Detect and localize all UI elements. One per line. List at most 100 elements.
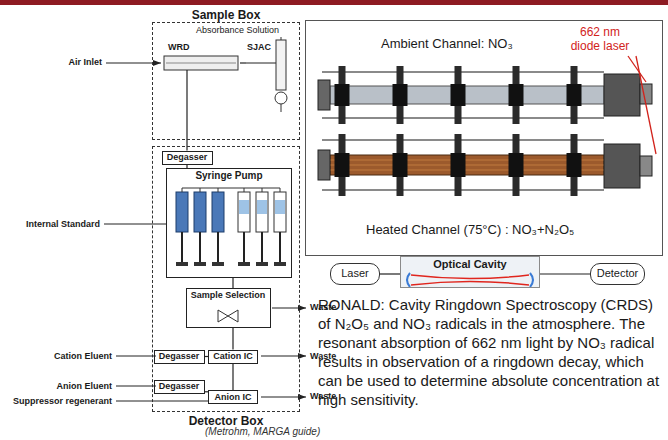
connector-line (232, 328, 233, 350)
syringe-fill (239, 200, 249, 214)
detector-box: Detector BoxDegasserSyringe PumpSample S… (152, 146, 300, 412)
text-holder: Ambient Channel: NO₃ (381, 36, 513, 52)
node-text: Detector (597, 267, 639, 280)
laser-housing (604, 74, 640, 116)
pump-box: Syringe Pump (166, 168, 292, 278)
valve-box: Sample Selection (186, 288, 271, 328)
syringe-barrel (194, 192, 206, 232)
top-bar (0, 0, 668, 5)
plunger-rods (182, 232, 280, 262)
cavity-mirror (530, 273, 533, 287)
laser-housing (604, 144, 640, 188)
regenerant-line (116, 401, 208, 402)
frame-rod (322, 139, 604, 141)
syringe-barrel (238, 192, 250, 232)
solution-line (281, 37, 282, 40)
heater-wrap (330, 160, 604, 170)
plunger-base (212, 262, 224, 266)
laser-head (640, 156, 652, 176)
process-box: Degasser (154, 380, 205, 394)
end-cap (318, 150, 330, 180)
denuder-tube (164, 56, 238, 70)
node-text: Sample Box (153, 8, 299, 22)
frame-rod (322, 71, 604, 73)
connector-line (186, 70, 187, 151)
caption: (Metrohm, MARGA guide) (205, 426, 320, 438)
connector-line (232, 364, 233, 391)
process-box: Degasser (154, 350, 205, 364)
cavity-mirror (407, 273, 410, 287)
regenerant-label: Suppressor regenerant (2, 396, 112, 407)
tube-rings (342, 84, 574, 177)
plunger-base (238, 262, 250, 266)
syringe-nozzles (182, 188, 280, 192)
plunger-base (256, 262, 268, 266)
tube-line (246, 63, 276, 64)
instrument-panel: Ambient Channel: NO₃ 662 nm diode laserHe… (305, 20, 663, 256)
process-box: Cation IC (208, 350, 258, 364)
waste-arrow (272, 307, 306, 308)
frame-rod (322, 189, 604, 191)
frame-rod (322, 117, 604, 119)
node-text: Degasser (167, 152, 208, 163)
syringe-barrel (256, 192, 268, 232)
syringe-group (176, 188, 286, 266)
label-holder: Air Inlet (2, 57, 102, 68)
laser-beam (411, 275, 529, 285)
manifold-line (182, 188, 280, 189)
label-holder: Cation Eluent (2, 351, 112, 362)
leader-line (636, 56, 656, 154)
valve-symbol (228, 310, 238, 322)
eluent-label: Anion Eluent (2, 381, 112, 392)
node-text: Heated Channel (75°C) : NO₃+N₂O₅ (366, 222, 574, 238)
denuder: WRD (162, 42, 240, 70)
eluent-line (116, 356, 156, 357)
text-holder: Sample Box (153, 8, 299, 22)
connector-line (540, 273, 590, 274)
sample-box: Sample BoxWRDSJAC (152, 22, 300, 140)
node-text: Anion IC (215, 392, 252, 403)
node-text: Optical Cavity (433, 258, 506, 271)
syringe-barrel (212, 192, 224, 232)
text-holder: WRD (168, 42, 190, 53)
caption-holder: (Metrohm, MARGA guide) (205, 426, 320, 438)
process-box: Anion IC (208, 390, 258, 404)
node-text: WRD (168, 42, 190, 53)
label-holder: Suppressor regenerant (2, 396, 112, 407)
connector-line (380, 273, 400, 274)
label-holder: Anion Eluent (2, 381, 112, 392)
plunger-base (176, 262, 188, 266)
plunger-base (274, 262, 286, 266)
cavity-ground (400, 256, 540, 288)
cavity-box: Optical Cavity (400, 256, 540, 288)
text-holder: Heated Channel (75°C) : NO₃+N₂O₅ (366, 222, 574, 238)
node-text: Sample Selection (191, 290, 266, 301)
instrument-drawing (318, 56, 656, 196)
node-text: Cation IC (213, 351, 253, 362)
label-holder: RONALD: Cavity Ringdown Spectroscopy (CR… (318, 295, 663, 409)
eluent-line (116, 386, 156, 387)
solution-label: Absorbance Solution (196, 25, 286, 36)
aerosol-collector: SJAC (246, 36, 292, 112)
connector-line (232, 278, 233, 288)
process-box: Degasser (162, 151, 213, 165)
node-text: Syringe Pump (195, 170, 262, 182)
sjac-drain (281, 104, 282, 112)
device-box: Laser (330, 263, 380, 285)
eluent-label: Cation Eluent (2, 351, 112, 362)
text-holder: 662 nm diode laser (564, 25, 636, 54)
standard-line (104, 224, 166, 225)
plunger-base (194, 262, 206, 266)
syringe-fill (257, 200, 267, 214)
node-text: 662 nm diode laser (564, 25, 636, 54)
valve-symbol (218, 310, 228, 322)
syringe-fill (275, 200, 285, 214)
node-text: SJAC (247, 42, 271, 53)
node-text: Degasser (159, 381, 200, 392)
connector-line (240, 62, 246, 63)
end-cap (318, 80, 330, 110)
label-holder: Absorbance Solution (196, 25, 286, 36)
sjac-bulb (275, 92, 287, 104)
description-text: RONALD: Cavity Ringdown Spectroscopy (CR… (318, 295, 663, 409)
heated-tube (330, 155, 604, 175)
